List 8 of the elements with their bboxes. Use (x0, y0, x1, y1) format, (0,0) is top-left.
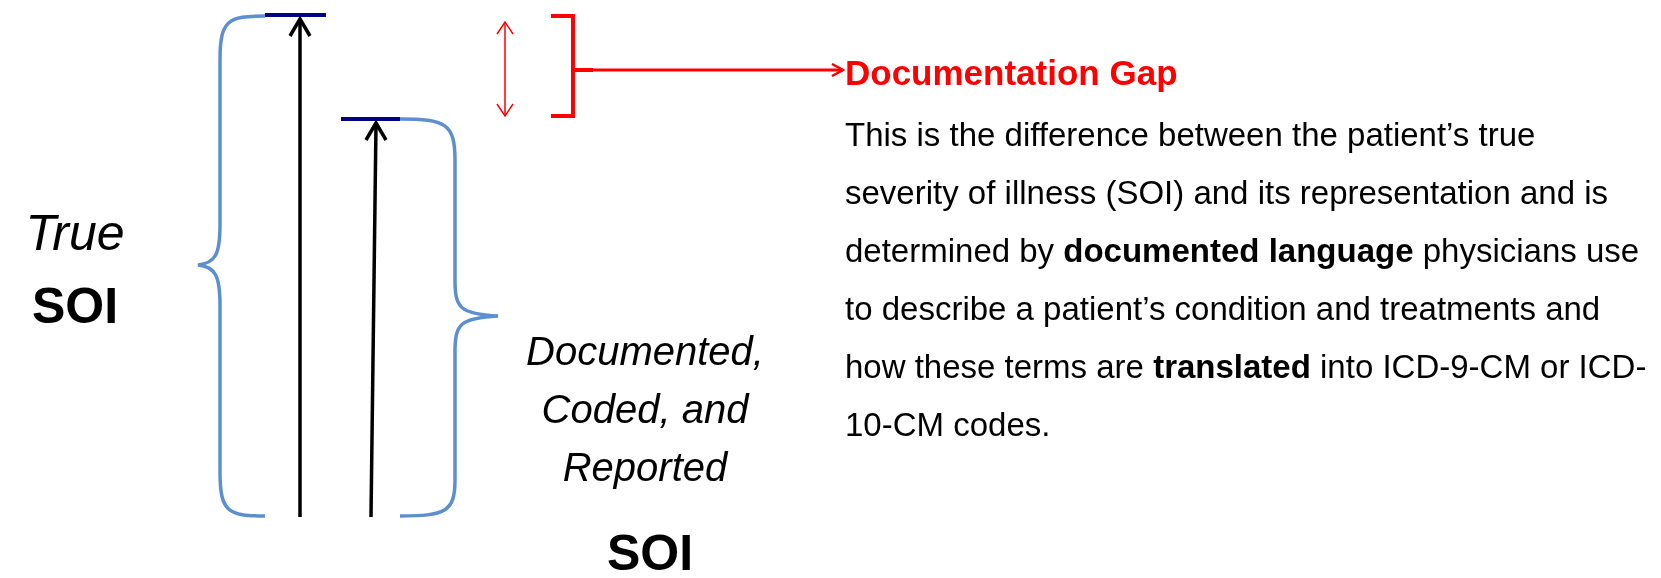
square-bracket (549, 13, 593, 119)
label-text: True (24, 205, 126, 261)
arrow (593, 62, 845, 78)
paragraph: This is the difference between the patient’s true severity of illness (SOI) and its representation and is determined by documented language physicians use to describe a patient’s condition and treatments and how these terms are translated into ICD-9-CM or ICD-10-CM codes. (845, 115, 1648, 445)
heading: Documentation Gap (845, 52, 1179, 94)
label-text: SOI (605, 525, 695, 578)
label-text: SOI (30, 278, 120, 334)
label-text: Documented, Coded, and Reported (525, 328, 765, 491)
